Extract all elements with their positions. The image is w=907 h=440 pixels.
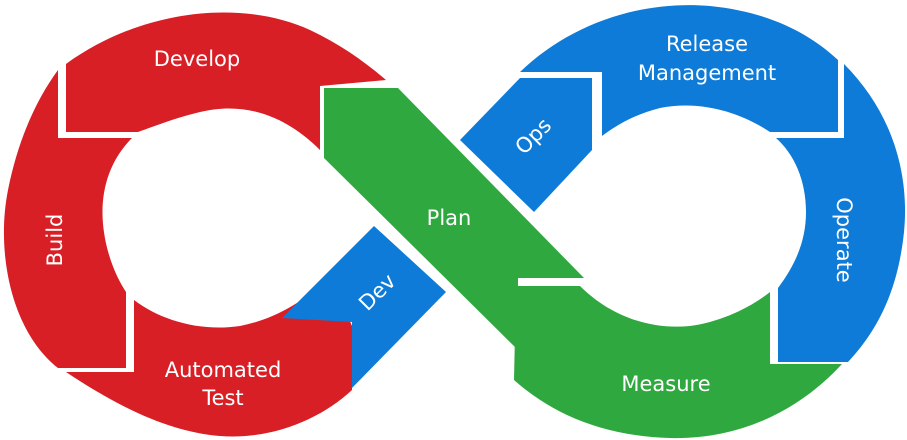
measure-label: Measure (621, 372, 710, 396)
plan-label: Plan (427, 206, 472, 230)
dev-segment (282, 226, 446, 388)
release-management-segment (520, 5, 838, 136)
develop-label: Develop (154, 47, 240, 71)
plan-segment (324, 88, 584, 350)
build-label: Build (43, 214, 67, 267)
operate-segment (776, 64, 906, 362)
automated-test-segment (66, 276, 352, 437)
operate-label: Operate (832, 197, 856, 282)
automated-test-label-line1: Automated (165, 358, 282, 382)
release-management-label-line1: Release (666, 32, 748, 56)
release-management-label-line2: Management (638, 61, 776, 85)
automated-test-label-line2: Test (201, 386, 243, 410)
develop-segment (66, 12, 386, 150)
ops-segment (460, 78, 592, 212)
measure-segment (514, 286, 842, 439)
build-segment (3, 70, 133, 368)
